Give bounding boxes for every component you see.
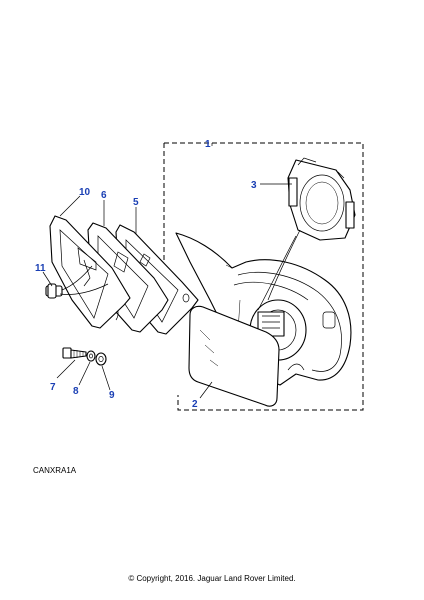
part-10-outer-frame	[49, 215, 131, 329]
part-9-nut	[95, 352, 107, 366]
callout-6: 6	[101, 190, 107, 201]
callout-5: 5	[133, 197, 139, 208]
leader-8	[78, 361, 91, 386]
callout-1: 1	[205, 139, 211, 150]
part-2-mirror-glass	[188, 305, 280, 407]
callout-8: 8	[73, 386, 79, 397]
leader-2	[199, 381, 213, 399]
part-11-connector	[45, 265, 109, 299]
callout-9: 9	[109, 390, 115, 401]
callout-11: 11	[35, 263, 46, 274]
copyright-notice: © Copyright, 2016. Jaguar Land Rover Lim…	[128, 574, 296, 583]
part-3-bracket	[287, 157, 356, 241]
callout-7: 7	[50, 382, 56, 393]
callout-2: 2	[192, 399, 198, 410]
callout-10: 10	[79, 187, 91, 198]
leader-9	[101, 365, 111, 391]
leader-7	[56, 359, 76, 379]
leader-11	[42, 271, 53, 287]
diagram-reference-code: CANXRA1A	[33, 466, 77, 475]
callout-3: 3	[251, 180, 257, 191]
leader-10	[59, 195, 81, 217]
part-7-screw	[62, 347, 87, 359]
part-8-washer	[86, 350, 96, 362]
